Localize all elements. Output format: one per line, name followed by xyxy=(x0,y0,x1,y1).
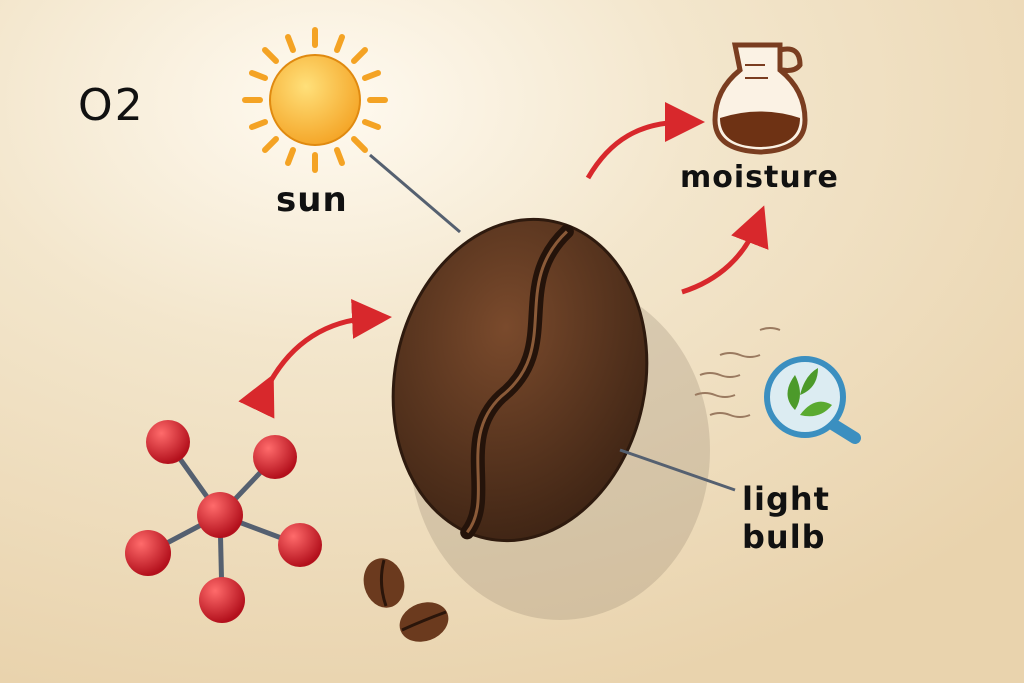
moisture-jug-icon xyxy=(712,42,808,155)
light-bulb-label-line2: bulb xyxy=(742,518,826,556)
oxygen-label: O2 xyxy=(78,80,145,131)
sun-label: sun xyxy=(276,180,348,220)
light-bulb-label-line1: light xyxy=(742,480,830,518)
coffee-bean xyxy=(391,217,649,543)
moisture-arrow-upper xyxy=(585,102,705,180)
light-bulb-connector-line xyxy=(619,448,736,492)
moisture-label: moisture xyxy=(680,160,839,195)
light-bulb-label: light bulb xyxy=(742,480,830,556)
oxygen-exchange-arrow xyxy=(238,298,392,419)
magnifier-leaf-icon xyxy=(694,327,861,444)
oxygen-molecule-icon xyxy=(125,420,322,623)
sun-connector-line xyxy=(369,153,461,234)
small-coffee-beans xyxy=(363,558,449,642)
sun-icon xyxy=(242,27,388,173)
moisture-arrow-lower xyxy=(681,205,769,295)
